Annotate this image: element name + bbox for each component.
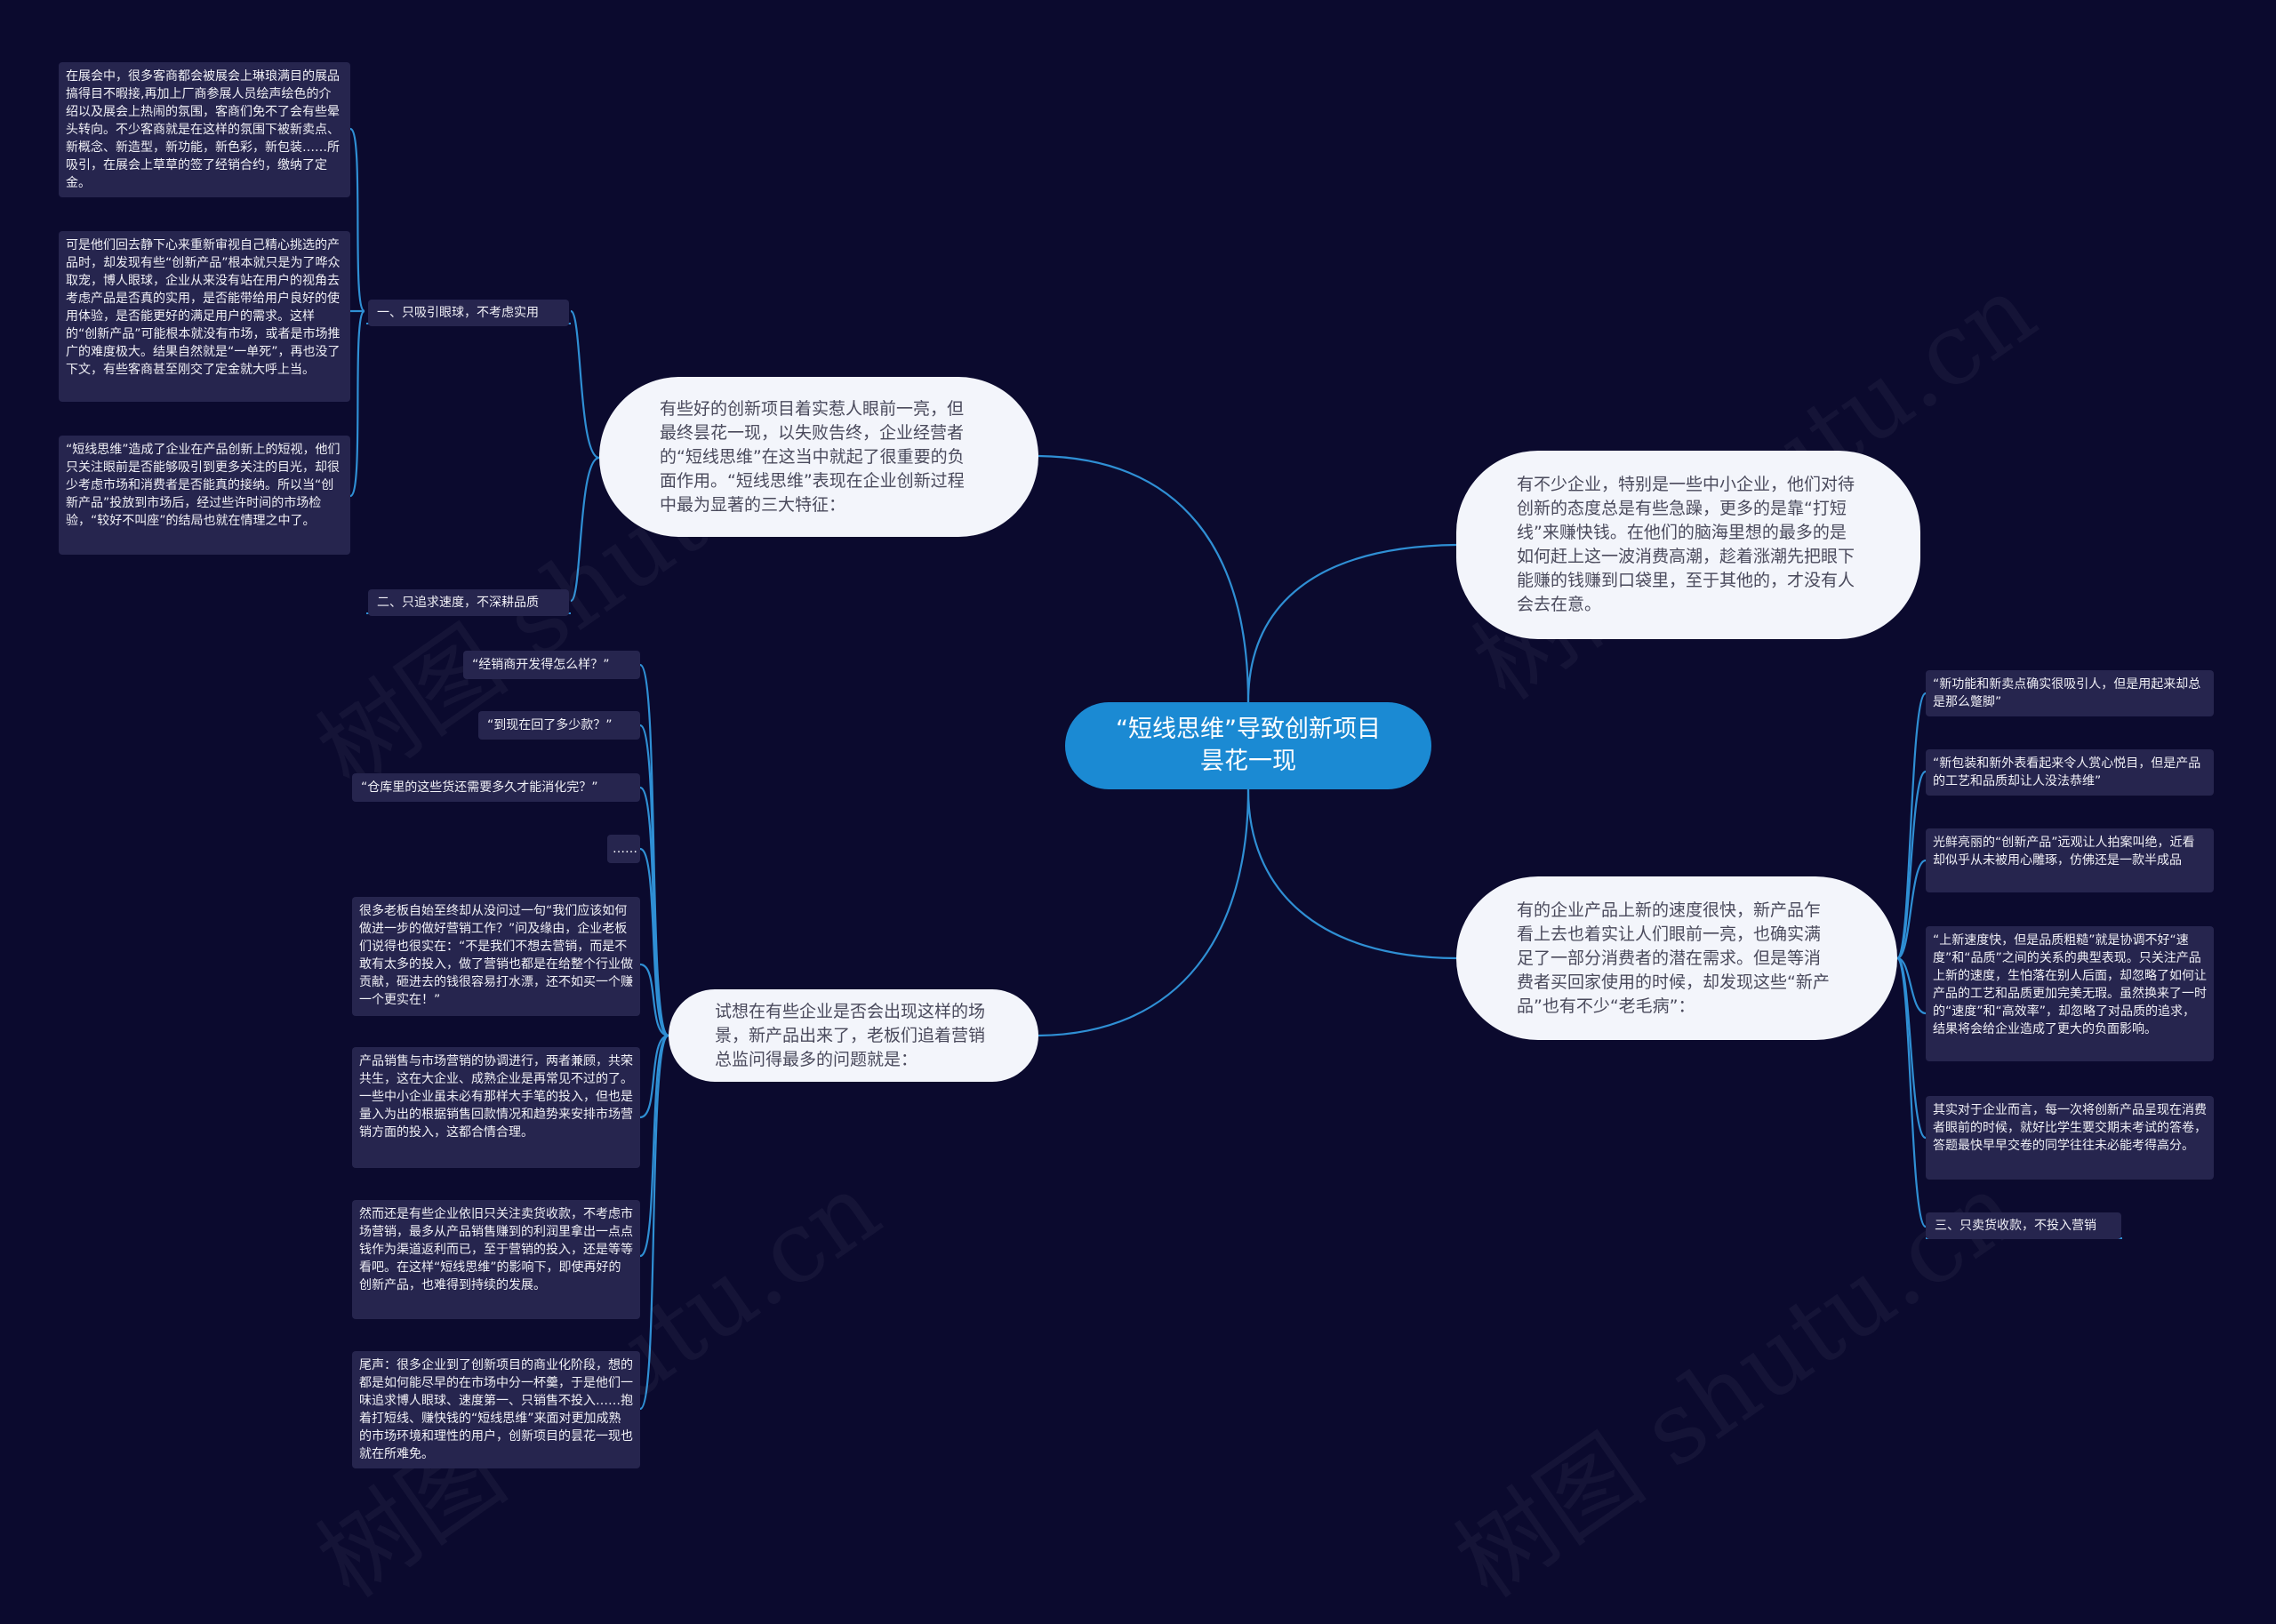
branch-bottom-left[interactable]: 试想在有些企业是否会出现这样的场景，新产品出来了，老板们追着营销总监问得最多的问… (669, 989, 1038, 1082)
branch-top-right[interactable]: 有不少企业，特别是一些中小企业，他们对待创新的态度总是有些急躁，更多的是靠“打短… (1456, 451, 1920, 639)
feature-1-detail: 在展会中，很多客商都会被展会上琳琅满目的展品搞得目不暇接,再加上厂商参展人员绘声… (59, 62, 350, 197)
branch-bottom-right[interactable]: 有的企业产品上新的速度很快，新产品乍看上去也着实让人们眼前一亮，也确实满足了一部… (1456, 876, 1897, 1040)
detail-leaf: 其实对于企业而言，每一次将创新产品呈现在消费者眼前的时候，就好比学生要交期末考试… (1926, 1096, 2214, 1180)
feature-1-label[interactable]: 一、只吸引眼球，不考虑实用 (368, 300, 569, 326)
detail-leaf: 然而还是有些企业依旧只关注卖货收款，不考虑市场营销，最多从产品销售赚到的利润里拿… (352, 1200, 640, 1319)
question-leaf: “到现在回了多少款？” (478, 711, 640, 740)
feature-2-label[interactable]: 二、只追求速度，不深耕品质 (368, 589, 569, 616)
question-leaf: “仓库里的这些货还需要多久才能消化完？” (352, 773, 640, 802)
detail-leaf: 很多老板自始至终却从没问过一句“我们应该如何做进一步的做好营销工作？”问及缘由，… (352, 897, 640, 1016)
detail-leaf: 尾声：很多企业到了创新项目的商业化阶段，想的都是如何能尽早的在市场中分一杯羹，于… (352, 1351, 640, 1468)
detail-leaf: 产品销售与市场营销的协调进行，两者兼顾，共荣共生，这在大企业、成熟企业是再常见不… (352, 1047, 640, 1168)
complaint-leaf: “新包装和新外表看起来令人赏心悦目，但是产品的工艺和品质却让人没法恭维” (1926, 749, 2214, 796)
feature-1-detail: “短线思维”造成了企业在产品创新上的短视，他们只关注眼前是否能够吸引到更多关注的… (59, 436, 350, 555)
question-leaf: “经销商开发得怎么样？” (463, 651, 640, 679)
branch-top-left[interactable]: 有些好的创新项目着实惹人眼前一亮，但最终昙花一现，以失败告终，企业经营者的“短线… (599, 377, 1038, 537)
detail-leaf: 光鲜亮丽的“创新产品”远观让人拍案叫绝，近看却似乎从未被用心雕琢，仿佛还是一款半… (1926, 828, 2214, 892)
complaint-leaf: “新功能和新卖点确实很吸引人，但是用起来却总是那么蹩脚” (1926, 670, 2214, 716)
feature-1-detail: 可是他们回去静下心来重新审视自己精心挑选的产品时，却发现有些“创新产品”根本就只… (59, 231, 350, 402)
ellipsis-leaf: …… (607, 835, 640, 863)
detail-leaf: “上新速度快，但是品质粗糙”就是协调不好“速度”和“品质”之间的关系的典型表现。… (1926, 926, 2214, 1061)
center-topic[interactable]: “短线思维”导致创新项目昙花一现 (1065, 702, 1431, 789)
feature-3-label[interactable]: 三、只卖货收款，不投入营销 (1926, 1212, 2121, 1239)
